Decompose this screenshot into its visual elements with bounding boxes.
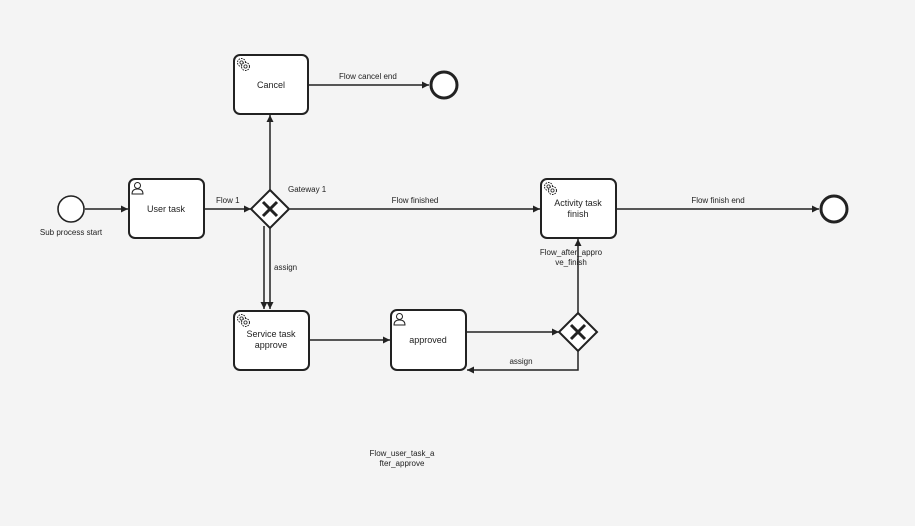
activity-task-label-line-2: finish bbox=[567, 209, 588, 219]
gateway-2[interactable] bbox=[557, 311, 599, 353]
gear-icon bbox=[544, 182, 557, 195]
service-task-label-line-1: Service task bbox=[246, 329, 296, 339]
activity-task-label-line-1: Activity task bbox=[554, 198, 602, 208]
user-task[interactable]: User task bbox=[128, 178, 205, 239]
service-task-label-line-2: approve bbox=[255, 340, 288, 350]
flow-cancel-end-label: Flow cancel end bbox=[339, 72, 397, 81]
user-icon bbox=[131, 182, 144, 195]
service-task-approve[interactable]: Service task approve bbox=[233, 310, 310, 371]
exclusive-x-icon bbox=[569, 323, 587, 341]
approved-task[interactable]: approved bbox=[390, 309, 467, 371]
flow-user-task-after-approve-label-line-1: Flow_user_task_a bbox=[370, 449, 435, 458]
flow-assign-back-connector[interactable] bbox=[467, 351, 579, 374]
flow-1-label: Flow 1 bbox=[216, 196, 240, 205]
flow-user-task-after-approve-label-line-2: fter_approve bbox=[380, 459, 425, 468]
user-icon bbox=[393, 313, 406, 326]
flow-finished-label: Flow finished bbox=[392, 196, 439, 205]
flow-assign-back-label: assign bbox=[509, 357, 532, 366]
cancel-task-label: Cancel bbox=[257, 80, 285, 90]
gateway-1[interactable] bbox=[249, 188, 291, 230]
gateway-1-label: Gateway 1 bbox=[288, 185, 327, 194]
flow-assign-down-label: assign bbox=[274, 263, 297, 272]
cancel-end-event[interactable] bbox=[429, 70, 459, 100]
gear-icon bbox=[237, 314, 250, 327]
flow-after-approve-finish-label-line-1: Flow_after_appro bbox=[540, 248, 603, 257]
sequence-flows bbox=[85, 81, 819, 374]
flow-finish-end-label: Flow finish end bbox=[691, 196, 744, 205]
flow-after-approve-finish-label-line-2: ve_finish bbox=[555, 258, 587, 267]
finish-end-event[interactable] bbox=[819, 194, 849, 224]
approved-task-label: approved bbox=[409, 335, 447, 345]
start-event[interactable] bbox=[57, 195, 85, 223]
exclusive-x-icon bbox=[261, 200, 279, 218]
cancel-task[interactable]: Cancel bbox=[233, 54, 309, 115]
activity-task-finish[interactable]: Activity task finish bbox=[540, 178, 617, 239]
start-event-label: Sub process start bbox=[40, 228, 103, 237]
gear-icon bbox=[237, 58, 250, 71]
user-task-label: User task bbox=[147, 204, 186, 214]
